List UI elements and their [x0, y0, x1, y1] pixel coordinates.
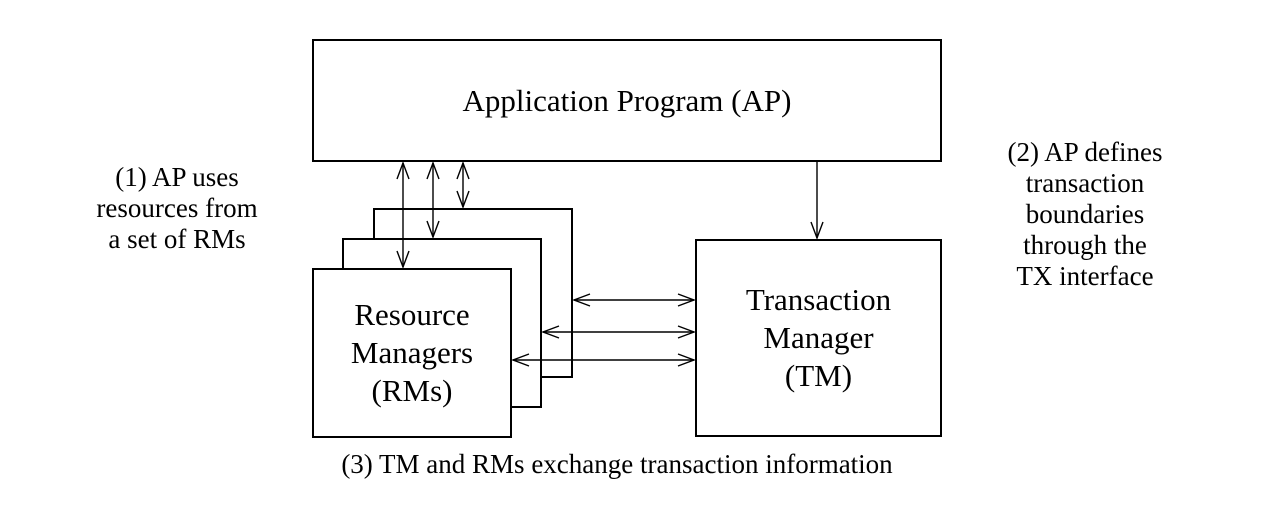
resource-manager-box-front: Resource Managers (RMs) [312, 268, 512, 438]
arrow-rm-back-tm-icon [572, 293, 696, 307]
arrow-ap-rm-back-icon [456, 161, 470, 209]
annotation-ap-uses-rms: (1) AP uses resources from a set of RMs [96, 162, 258, 254]
arrow-ap-tm-icon [810, 162, 824, 240]
annotation-tx-interface: (2) AP defines transaction boundaries th… [1007, 137, 1163, 291]
resource-managers-label: Resource Managers (RMs) [350, 297, 474, 408]
application-program-box: Application Program (AP) [312, 39, 942, 162]
annotation-xa-exchange: (3) TM and RMs exchange transaction info… [341, 449, 893, 479]
transaction-manager-label: Transaction Manager (TM) [745, 282, 892, 393]
application-program-label: Application Program (AP) [462, 82, 792, 118]
transaction-manager-box: Transaction Manager (TM) [695, 239, 942, 437]
